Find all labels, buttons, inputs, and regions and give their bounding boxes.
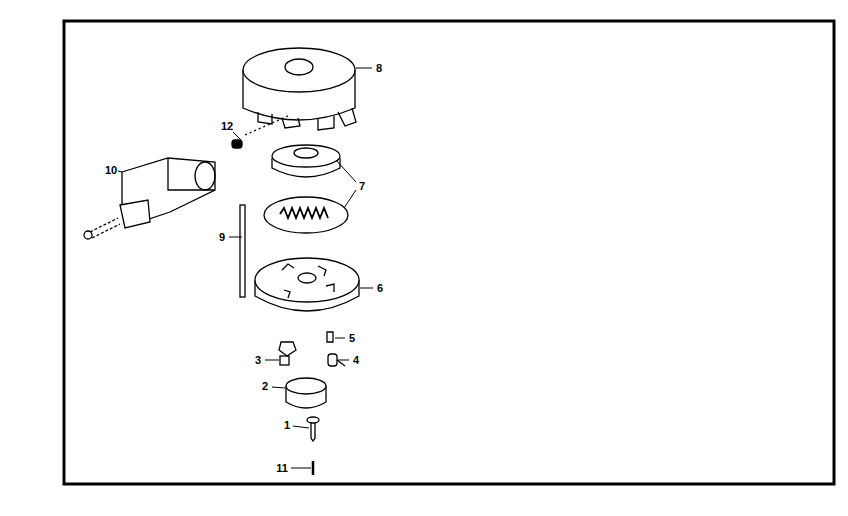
starter-rope	[240, 205, 245, 297]
starter-handle	[84, 158, 215, 239]
callout-number: 5	[348, 333, 356, 344]
frame	[64, 21, 834, 484]
callout-number: 10	[104, 165, 118, 176]
callout-number: 4	[352, 355, 360, 366]
starter-housing	[243, 48, 356, 130]
callout-number: 6	[376, 283, 384, 294]
callout-number: 8	[375, 63, 383, 74]
leader-lines	[118, 68, 373, 468]
callout-number: 7	[358, 181, 366, 192]
recoil-spring	[264, 145, 348, 233]
callout-number: 2	[261, 381, 269, 392]
screw	[307, 417, 319, 441]
callout-number: 12	[220, 121, 234, 132]
pin	[232, 115, 290, 148]
callout-number: 1	[283, 420, 291, 431]
callout-number: 9	[218, 232, 226, 243]
retainer-cup	[286, 378, 326, 408]
washer	[312, 461, 315, 475]
callout-number: 3	[254, 355, 262, 366]
small-parts	[279, 332, 345, 366]
rope-pulley	[255, 258, 359, 311]
callout-number: 11	[275, 463, 289, 474]
